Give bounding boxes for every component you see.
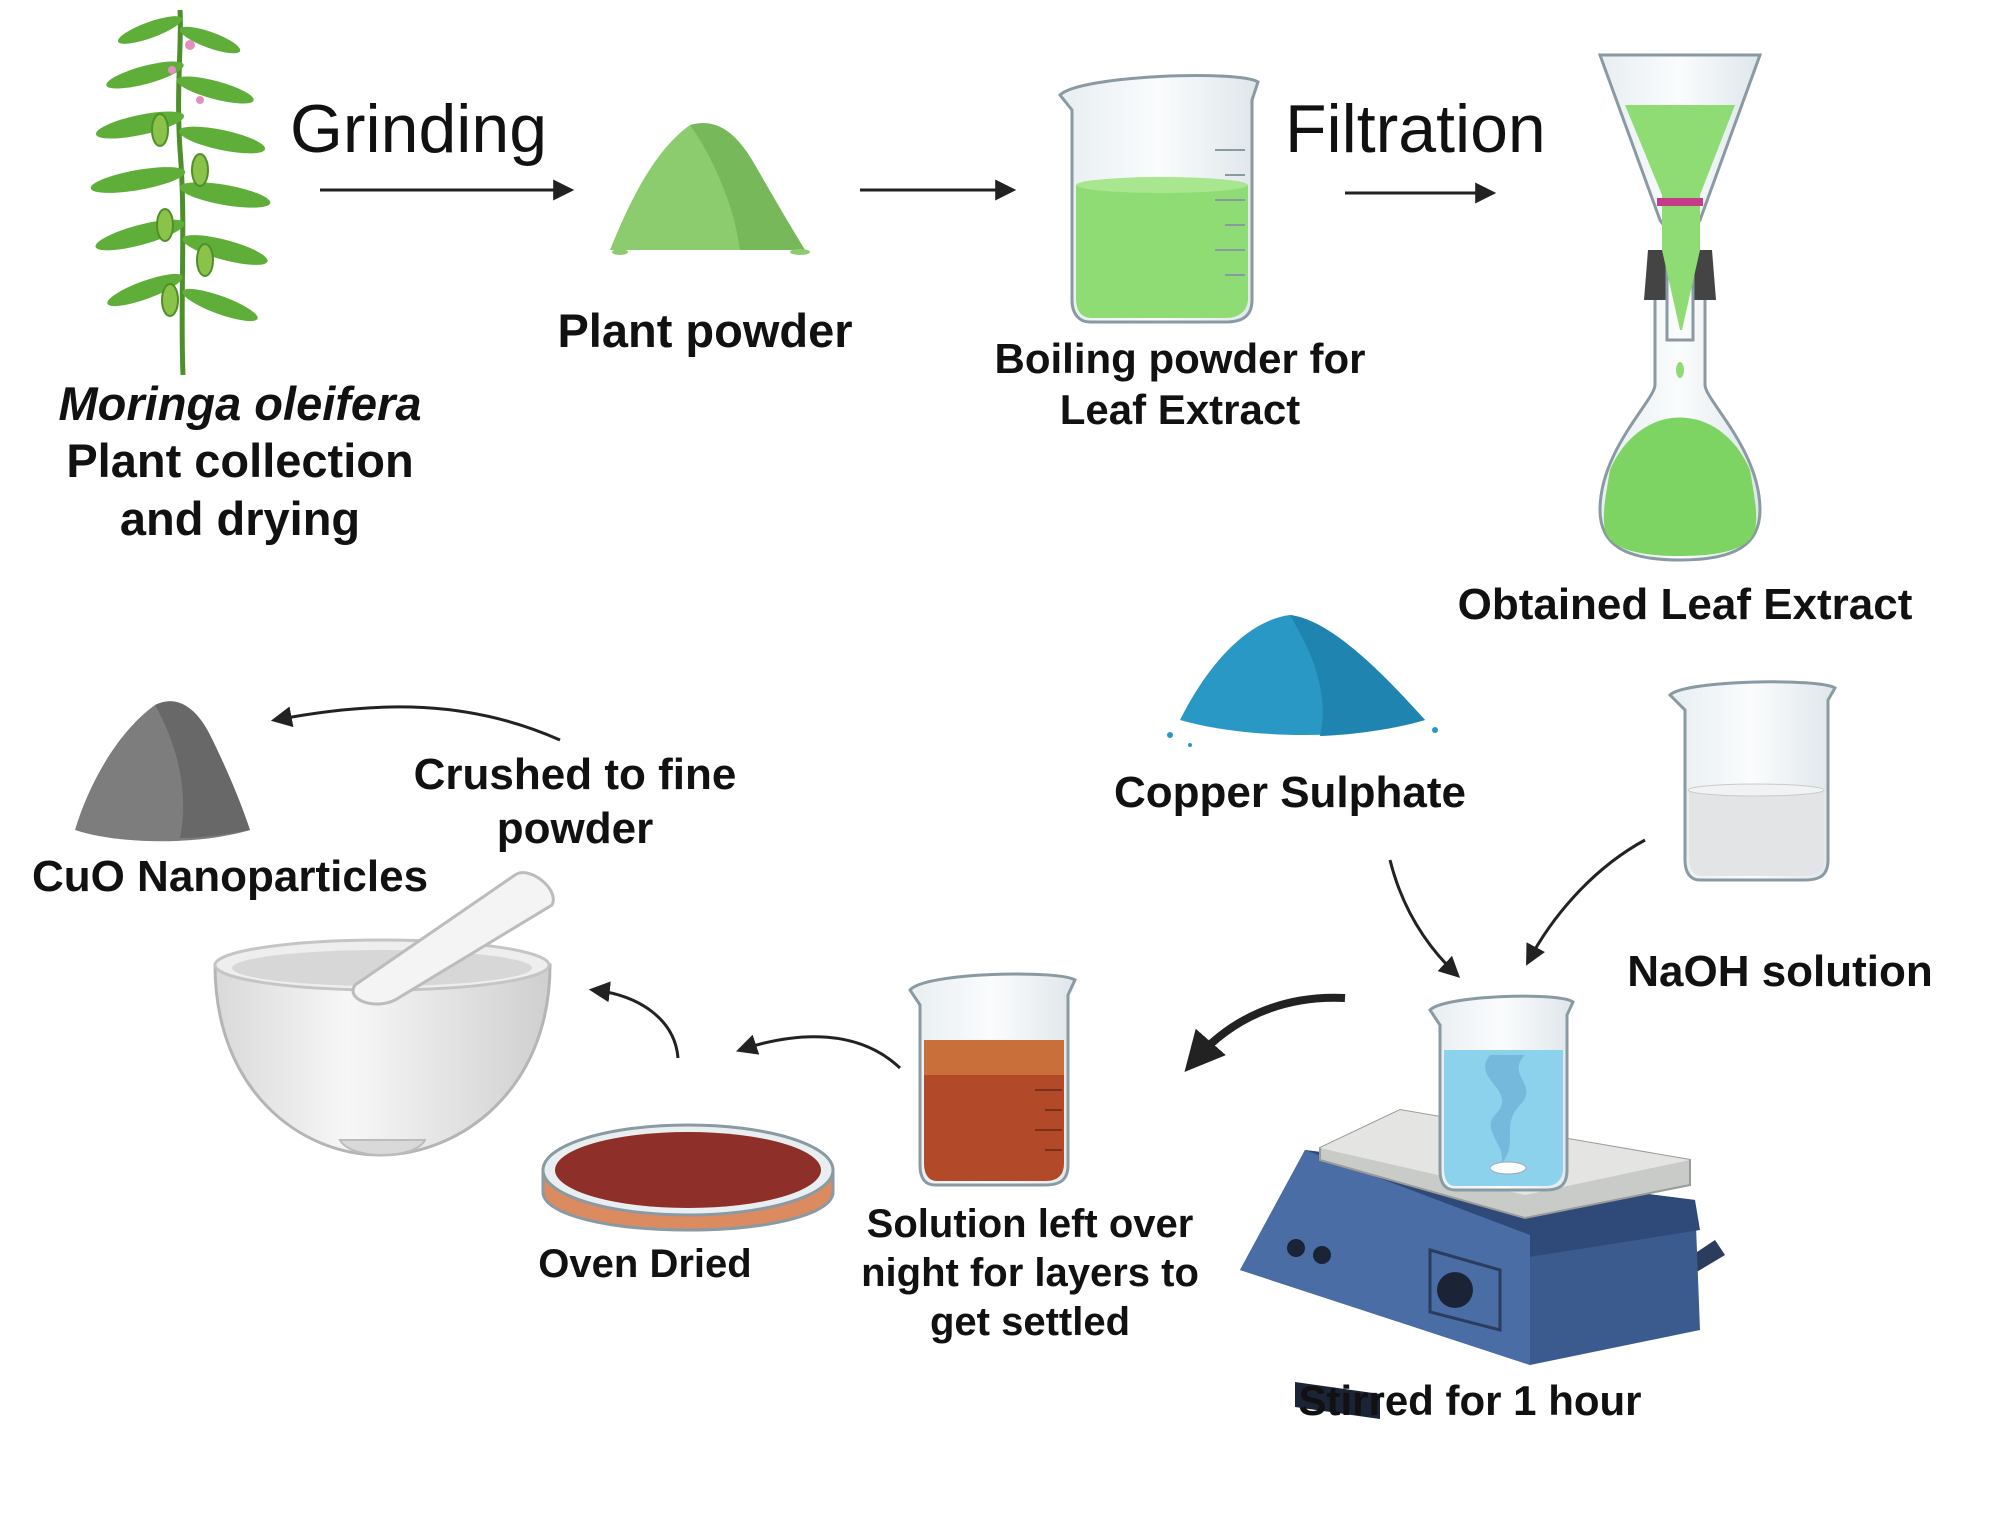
naoh-to-stirrer-arrow bbox=[1526, 838, 1646, 966]
solution-settled-label: Solution left over night for layers to g… bbox=[845, 1200, 1215, 1346]
crushed-line-2: powder bbox=[496, 803, 654, 853]
solution-line-2: night for layers to bbox=[861, 1250, 1199, 1295]
plant-drying-line: and drying bbox=[119, 491, 361, 545]
boiling-label: Boiling powder for Leaf Extract bbox=[960, 333, 1400, 435]
cuo-nanoparticles-label: CuO Nanoparticles bbox=[31, 852, 429, 901]
filtration-step-label: Filtration bbox=[1285, 91, 1546, 167]
crushed-line-1: Crushed to fine bbox=[413, 750, 737, 799]
mortar-to-cuo-arrow bbox=[270, 705, 561, 742]
naoh-solution-label: NaOH solution bbox=[1627, 947, 1933, 996]
plant-powder-label: Plant powder bbox=[557, 304, 853, 357]
solution-line-3: get settled bbox=[929, 1299, 1131, 1344]
brown-solution-beaker-icon bbox=[908, 972, 1077, 1187]
moringa-plant-icon bbox=[90, 9, 271, 376]
funnel-flask-icon bbox=[1597, 53, 1763, 562]
stirrer-to-beaker-arrow bbox=[1184, 993, 1346, 1073]
oven-dried-label: Oven Dried bbox=[538, 1242, 752, 1286]
petri-dish-icon bbox=[541, 1123, 835, 1232]
plant-species-name: Moringa oleifera bbox=[58, 377, 422, 430]
naoh-beaker-icon bbox=[1667, 680, 1838, 882]
grinding-step-label: Grinding bbox=[290, 91, 548, 167]
crushed-label: Crushed to fine powder bbox=[395, 748, 755, 855]
plant-collection-label: Moringa oleifera Plant collection and dr… bbox=[20, 375, 460, 547]
cuo-powder-pile-icon bbox=[75, 701, 250, 842]
magnetic-stirrer-icon bbox=[1240, 994, 1725, 1419]
boiling-line-1: Boiling powder for bbox=[994, 335, 1366, 382]
beaker-green-extract-icon bbox=[1057, 74, 1260, 324]
mortar-pestle-icon bbox=[213, 871, 555, 1157]
copper-sulphate-pile-icon bbox=[1167, 615, 1438, 747]
petri-to-mortar-arrow bbox=[588, 981, 680, 1059]
green-powder-icon bbox=[610, 123, 810, 255]
copper-sulphate-label: Copper Sulphate bbox=[1113, 768, 1467, 817]
plant-collection-line: Plant collection bbox=[66, 434, 414, 488]
solution-line-1: Solution left over bbox=[866, 1202, 1194, 1246]
copper-to-stirrer-arrow bbox=[1388, 859, 1461, 978]
beaker-to-petri-arrow bbox=[736, 1034, 902, 1070]
boiling-line-2: Leaf Extract bbox=[1059, 386, 1301, 434]
stirred-label: Stirred for 1 hour bbox=[1298, 1377, 1642, 1424]
obtained-extract-label: Obtained Leaf Extract bbox=[1457, 580, 1913, 629]
